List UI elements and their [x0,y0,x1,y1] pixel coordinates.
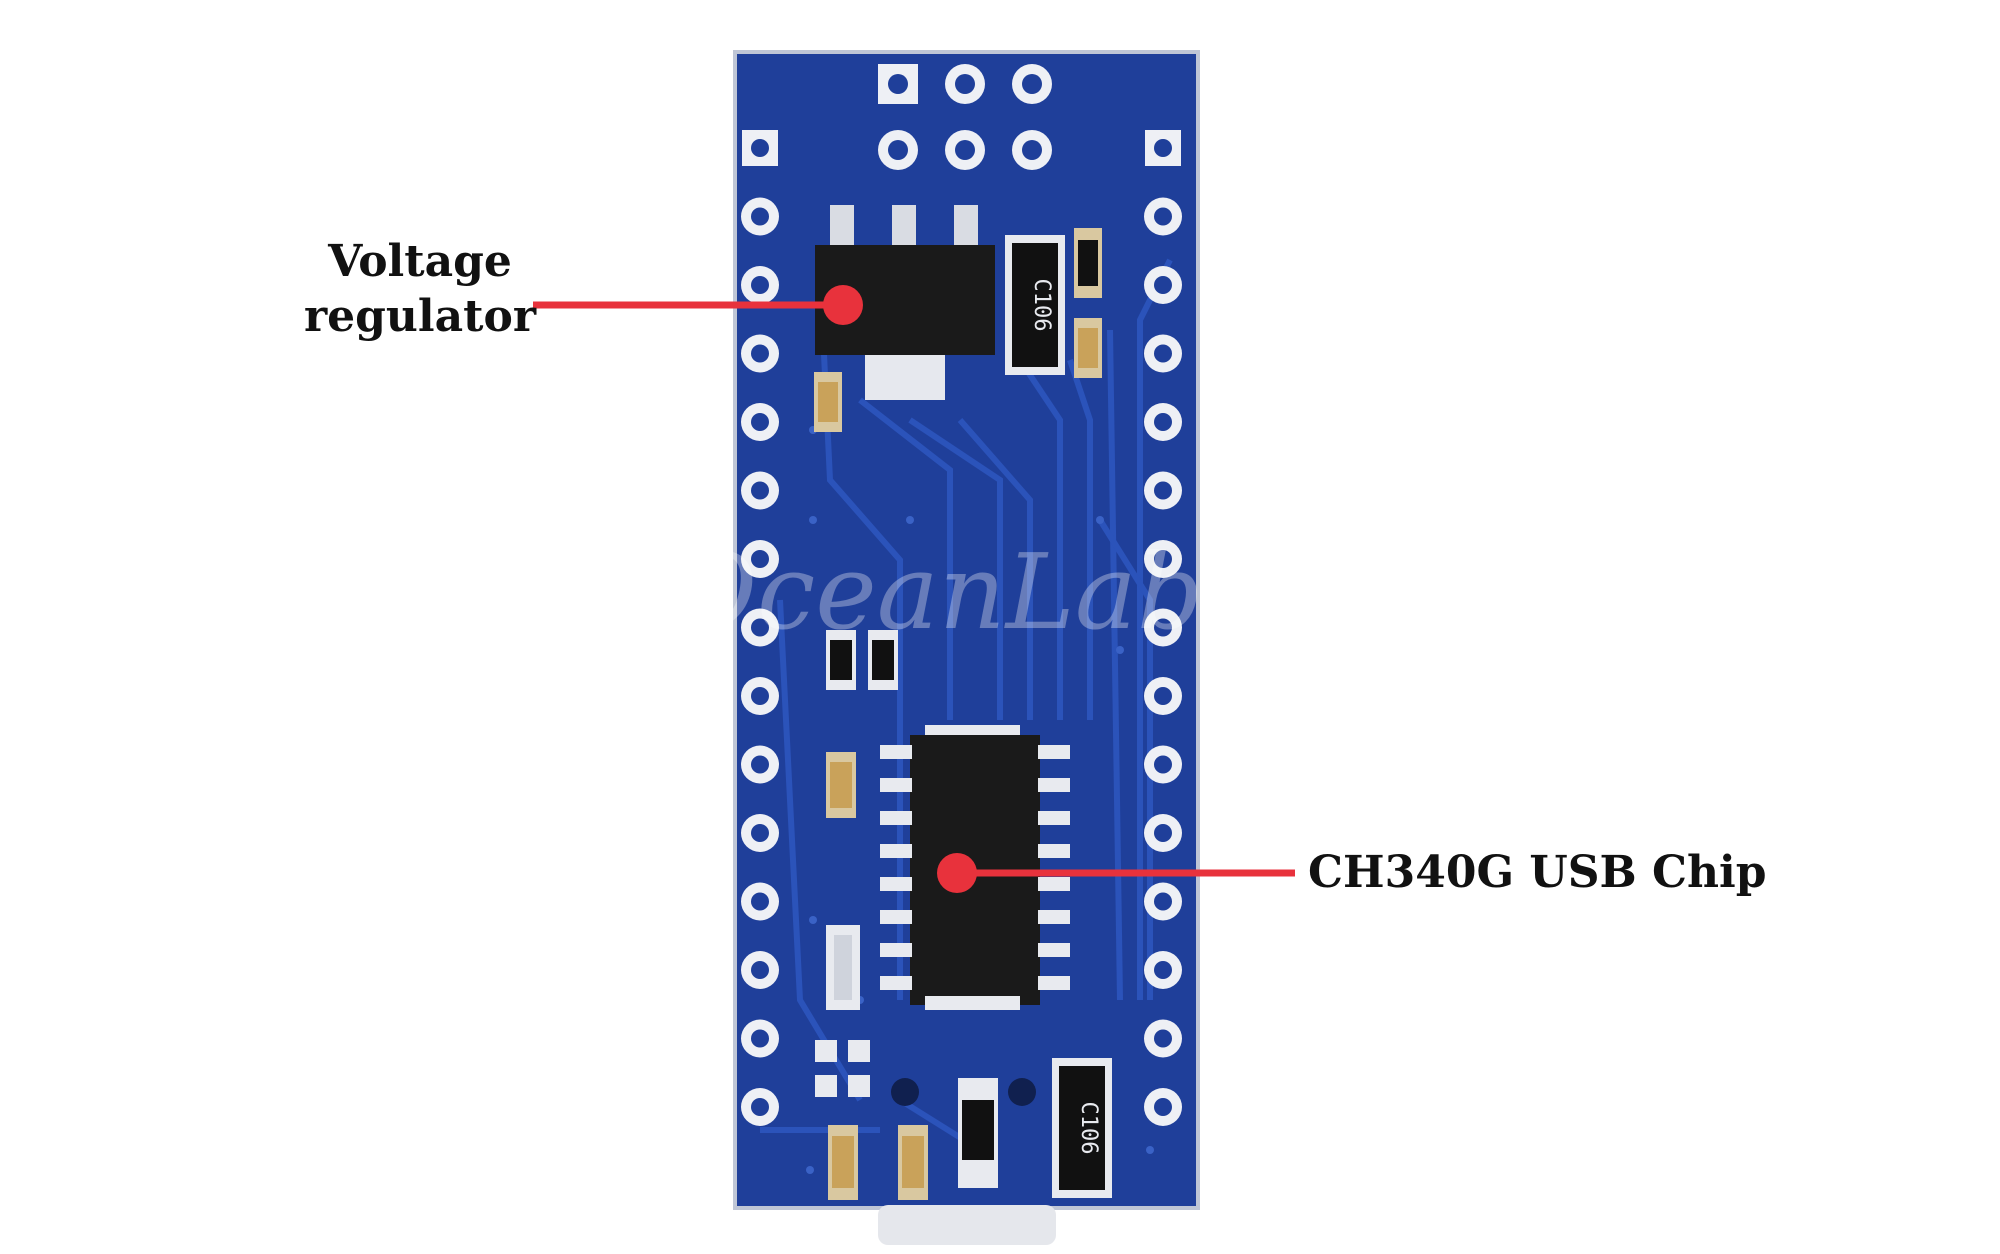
pin-pad [741,540,779,578]
voltage-regulator-label-line2: regulator [303,291,536,342]
pin-pad [1144,403,1182,441]
chip-leg [1038,745,1070,759]
pin-pad [741,1019,779,1058]
chip-leg [880,811,912,825]
regulator-pointer [533,285,863,325]
pin-pad [1144,540,1182,578]
pin-pad [1144,882,1182,921]
capacitor-c106-top: C106 [1005,235,1065,375]
cap-top-marking: C106 [1029,279,1054,332]
bottom-components [815,1040,1036,1200]
pin-pad [741,882,779,921]
voltage-regulator-chip [815,205,995,400]
pin-pad [1144,608,1182,647]
chip-leg [1038,910,1070,924]
oscillator [826,925,860,1010]
chip-leg [1038,778,1070,792]
pin-pad [1144,745,1182,784]
chip-leg [880,943,912,957]
pin-pad [741,608,779,647]
pin-pad [741,471,779,510]
cap-bottom-marking: C106 [1076,1102,1101,1155]
chip-leg [1038,811,1070,825]
chip-leg [880,844,912,858]
chip-leg [880,910,912,924]
pin-pad [741,951,779,989]
chip-leg [880,745,912,759]
voltage-regulator-label: Voltage regulator [290,234,550,344]
pin-pad [1144,677,1182,715]
pin-pad [741,745,779,784]
chip-leg [880,778,912,792]
usb-connector [878,1205,1056,1245]
chip-leg [1038,976,1070,990]
pin-pad [1144,951,1182,989]
pin-pad [1144,334,1182,373]
left-pin-header [741,130,779,1126]
usb-chip-pointer [937,853,1295,893]
voltage-regulator-label-line1: Voltage [328,236,512,287]
pin-pad [1145,130,1181,166]
right-pin-header [1144,130,1182,1126]
pin-pad [1144,1088,1182,1126]
pin-pad [741,403,779,441]
chip-leg [880,877,912,891]
top-header-pads [878,64,1052,170]
pin-pad [742,130,778,166]
pin-pad [1144,197,1182,236]
smd-resistors-mid [826,630,898,818]
pin-pad [1144,1019,1182,1058]
pin-pad [1144,266,1182,304]
pin-pad [1144,814,1182,852]
vias [806,426,1154,1174]
pin-pad [741,814,779,852]
chip-leg [1038,844,1070,858]
chip-leg [1038,877,1070,891]
pin-pad [741,197,779,236]
usb-chip-label: CH340G USB Chip [1308,847,1767,898]
pin-pad [741,677,779,715]
pin-pad [1144,471,1182,510]
pin-pad [741,1088,779,1126]
chip-leg [880,976,912,990]
smd-resistors-top [814,228,1102,432]
pin-pad [741,334,779,373]
capacitor-c106-bottom: C106 [1052,1058,1112,1198]
pin-pad [741,266,779,304]
watermark-logo: OceanLabz [672,531,1260,653]
chip-leg [1038,943,1070,957]
